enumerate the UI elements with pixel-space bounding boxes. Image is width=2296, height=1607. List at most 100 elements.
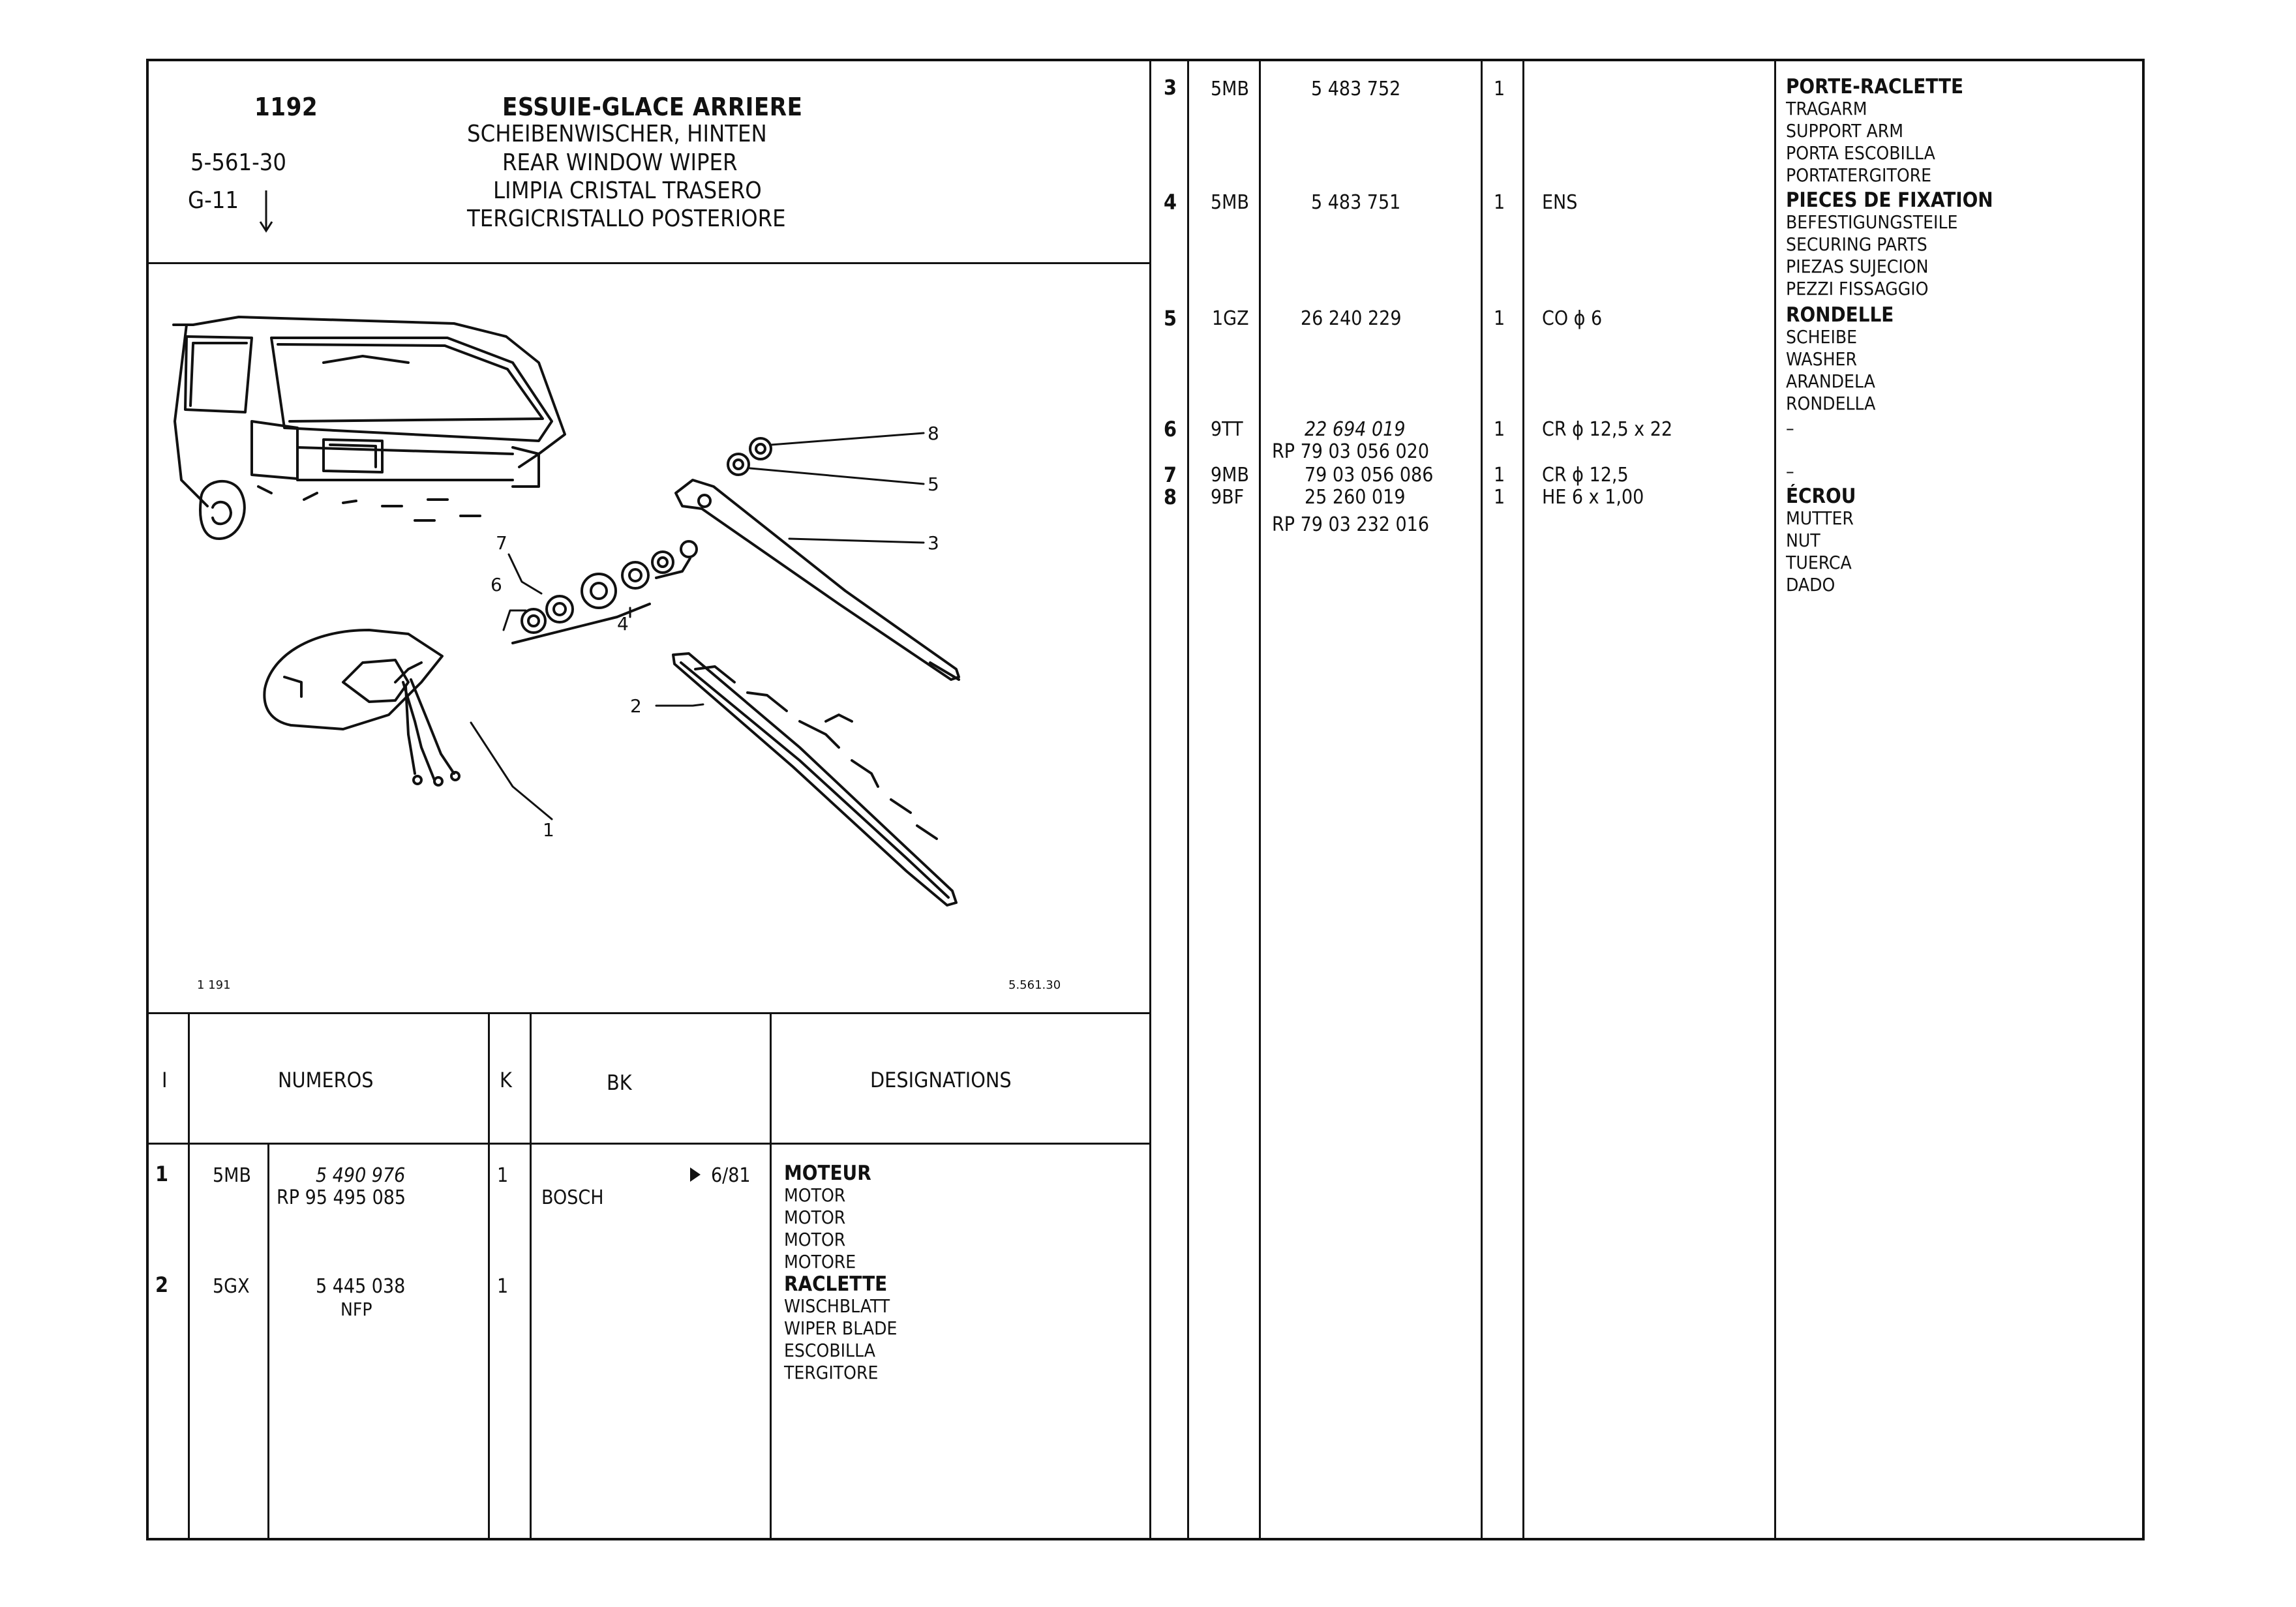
row-designation: RACLETTE WISCHBLATT WIPER BLADE ESCOBILL… <box>784 1273 897 1384</box>
row-part-number: 5 490 976 <box>316 1164 406 1187</box>
designation-es: MOTOR <box>784 1229 846 1250</box>
title-fr: ESSUIE-GLACE ARRIERE <box>502 93 803 121</box>
designation-it: PORTATERGITORE <box>1786 164 1932 186</box>
page-frame <box>146 59 2145 1540</box>
row-index: 7 <box>1164 462 1177 487</box>
designation-es: ARANDELA <box>1786 370 1875 392</box>
left-col-line-5 <box>770 1012 772 1540</box>
row-part-number-2: NFP <box>340 1299 372 1320</box>
row-code: 5MB <box>1211 78 1249 100</box>
row-index: 2 <box>155 1272 169 1297</box>
designation-de: WISCHBLATT <box>784 1295 890 1317</box>
designation-en: SECURING PARTS <box>1786 233 1927 255</box>
designation-it: DADO <box>1786 574 1835 595</box>
row-qty: 1 <box>1494 486 1505 509</box>
group-code: G-11 <box>188 187 239 214</box>
triangle-right-icon <box>690 1167 701 1182</box>
row-spec: HE 6 x 1,00 <box>1542 486 1644 509</box>
nut-part-8 <box>749 437 772 460</box>
right-col-line-5 <box>1774 59 1776 1540</box>
illustration-bottom-divider <box>146 1012 1151 1014</box>
row-part-number-2: RP 79 03 232 016 <box>1272 513 1429 536</box>
right-col-line-4 <box>1522 59 1524 1540</box>
page-number: 1192 <box>254 93 318 121</box>
designation-es: PORTA ESCOBILLA <box>1786 142 1935 164</box>
row-designation: ÉCROU MUTTER NUT TUERCA DADO <box>1786 485 1856 596</box>
row-qty: 1 <box>1494 418 1505 441</box>
callout-4: 4 <box>617 613 629 635</box>
row-qty: 1 <box>1494 307 1505 330</box>
row-index: 6 <box>1164 417 1177 442</box>
callout-1: 1 <box>543 819 554 841</box>
designation-primary: MOTEUR <box>784 1162 871 1185</box>
designation-en: WIPER BLADE <box>784 1317 898 1339</box>
right-col-line-2 <box>1259 59 1261 1540</box>
title-es: LIMPIA CRISTAL TRASERO <box>493 177 762 204</box>
left-panel-divider <box>1149 59 1151 1540</box>
row-qty: 1 <box>497 1164 509 1187</box>
designation-primary: RACLETTE <box>784 1272 888 1296</box>
row-part-number: 26 240 229 <box>1301 307 1402 330</box>
row-spec: CR ϕ 12,5 x 22 <box>1542 418 1673 441</box>
left-col-line-2 <box>267 1143 269 1540</box>
designation-en: NUT <box>1786 530 1820 551</box>
designation-de: MUTTER <box>1786 507 1854 529</box>
row-part-number: 79 03 056 086 <box>1305 464 1434 487</box>
designation-it: MOTORE <box>784 1251 856 1272</box>
col-header-index: I <box>162 1068 168 1092</box>
row-spec: CO ϕ 6 <box>1542 307 1603 330</box>
col-header-k: K <box>500 1068 512 1092</box>
designation-it: RONDELLA <box>1786 393 1876 414</box>
row-code: 9MB <box>1211 464 1249 487</box>
col-header-bk: BK <box>607 1070 632 1095</box>
row-part-number-2: RP 79 03 056 020 <box>1272 440 1429 463</box>
caption-right: 5.561.30 <box>1008 978 1061 992</box>
callout-5: 5 <box>928 473 939 495</box>
designation-de: TRAGARM <box>1786 98 1867 119</box>
row-spec: ENS <box>1542 191 1578 214</box>
wiper-motor-part-1 <box>263 629 461 787</box>
row-index: 4 <box>1164 190 1177 215</box>
row-part-number: 5 445 038 <box>316 1275 406 1298</box>
callout-3: 3 <box>928 532 939 554</box>
wiper-exploded-diagram: 8 5 3 7 6 4 2 1 1 191 5.561.30 <box>172 316 1061 992</box>
row-code: 9BF <box>1211 486 1245 509</box>
row-designation: PIECES DE FIXATION BEFESTIGUNGSTEILE SEC… <box>1786 189 1993 300</box>
washer-part-5 <box>727 453 750 476</box>
row-index: 3 <box>1164 75 1177 100</box>
title-en: REAR WINDOW WIPER <box>502 149 738 176</box>
title-it: TERGICRISTALLO POSTERIORE <box>467 205 786 232</box>
right-col-line-1 <box>1187 59 1189 1540</box>
designation-en: WASHER <box>1786 348 1857 370</box>
designation-primary: ÉCROU <box>1786 485 1856 508</box>
designation-primary: PORTE-RACLETTE <box>1786 75 1964 98</box>
row-code: 5MB <box>213 1164 251 1187</box>
designation-it: PEZZI FISSAGGIO <box>1786 278 1929 299</box>
row-code: 5GX <box>213 1275 250 1298</box>
designation-dash: – <box>1786 460 1794 482</box>
right-col-line-3 <box>1481 59 1483 1540</box>
col-header-numeros: NUMEROS <box>278 1068 374 1092</box>
row-qty: 1 <box>1494 78 1505 100</box>
designation-primary: PIECES DE FIXATION <box>1786 188 1993 212</box>
designation-en: SUPPORT ARM <box>1786 120 1903 142</box>
row-code: 9TT <box>1211 418 1243 441</box>
title-de: SCHEIBENWISCHER, HINTEN <box>467 121 767 147</box>
col-header-designations: DESIGNATIONS <box>870 1068 1012 1092</box>
callout-6: 6 <box>491 574 502 595</box>
designation-de: MOTOR <box>784 1184 846 1206</box>
designation-primary: RONDELLE <box>1786 303 1894 327</box>
designation-it: TERGITORE <box>784 1362 879 1383</box>
row-designation: PORTE-RACLETTE TRAGARM SUPPORT ARM PORTA… <box>1786 76 1963 187</box>
callout-7: 7 <box>496 532 507 554</box>
row-index: 1 <box>155 1162 169 1186</box>
header-divider <box>146 262 1151 264</box>
column-header-divider <box>146 1143 1151 1145</box>
row-spec: CR ϕ 12,5 <box>1542 464 1629 487</box>
left-col-line-4 <box>530 1012 532 1540</box>
callout-2: 2 <box>630 695 642 717</box>
wiper-arm-part-3 <box>674 479 960 681</box>
row-index: 5 <box>1164 306 1177 331</box>
row-bk: BOSCH <box>541 1186 604 1209</box>
left-col-line-1 <box>188 1012 190 1540</box>
